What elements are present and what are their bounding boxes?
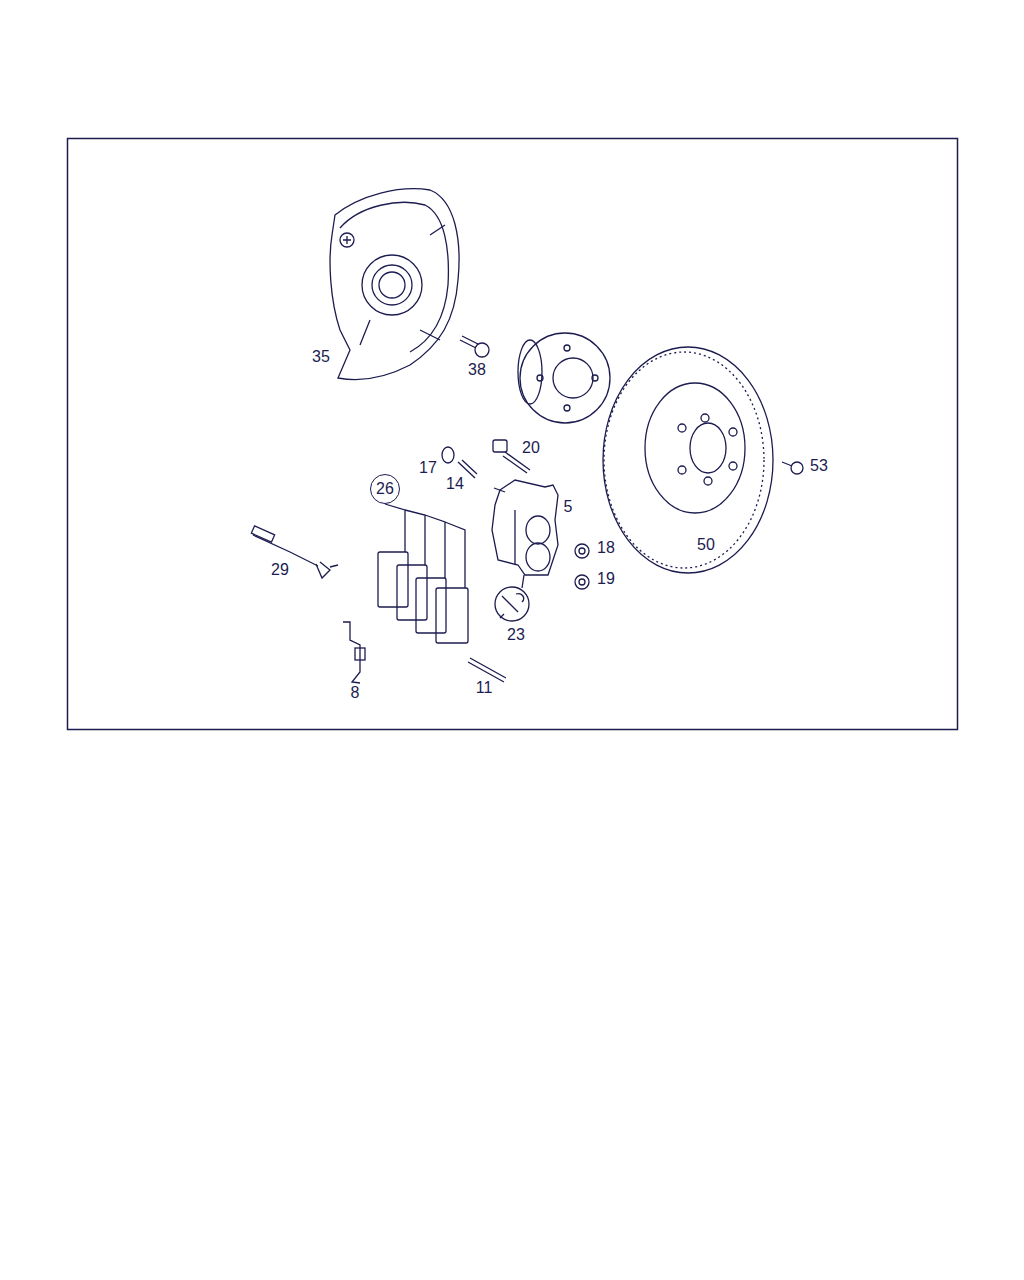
callout-number: 18: [597, 540, 615, 556]
callout-number: 5: [564, 499, 573, 515]
callout-number: 17: [419, 460, 437, 476]
screw: [782, 462, 803, 474]
guide-pin: [468, 658, 506, 682]
callout-number: 29: [271, 562, 289, 578]
callout-number: 8: [351, 685, 360, 701]
callout-number: 19: [597, 571, 615, 587]
callout-circle: 26: [370, 474, 400, 504]
callout-number: 38: [468, 362, 486, 378]
frame: [68, 139, 958, 730]
wheel-hub: [518, 333, 610, 423]
callout-number: 23: [507, 627, 525, 643]
washers: [575, 544, 589, 589]
callout-number: 50: [697, 537, 715, 553]
dust-shield: [330, 189, 459, 380]
bolt: [460, 336, 489, 357]
spring-clip: [343, 622, 365, 683]
callout-number: 26: [376, 481, 394, 497]
callout-number: 11: [476, 680, 493, 696]
brake-pads: [378, 504, 468, 643]
callout-number: 14: [446, 476, 464, 492]
brake-disc: [603, 347, 773, 573]
callout-number: 53: [810, 458, 828, 474]
callout-number: 20: [522, 440, 540, 456]
wear-sensor: [251, 526, 338, 578]
caliper-bolts: [442, 440, 530, 492]
brake-caliper: [492, 480, 558, 575]
callout-number: 35: [312, 349, 330, 365]
wrench-symbol: [495, 575, 529, 621]
